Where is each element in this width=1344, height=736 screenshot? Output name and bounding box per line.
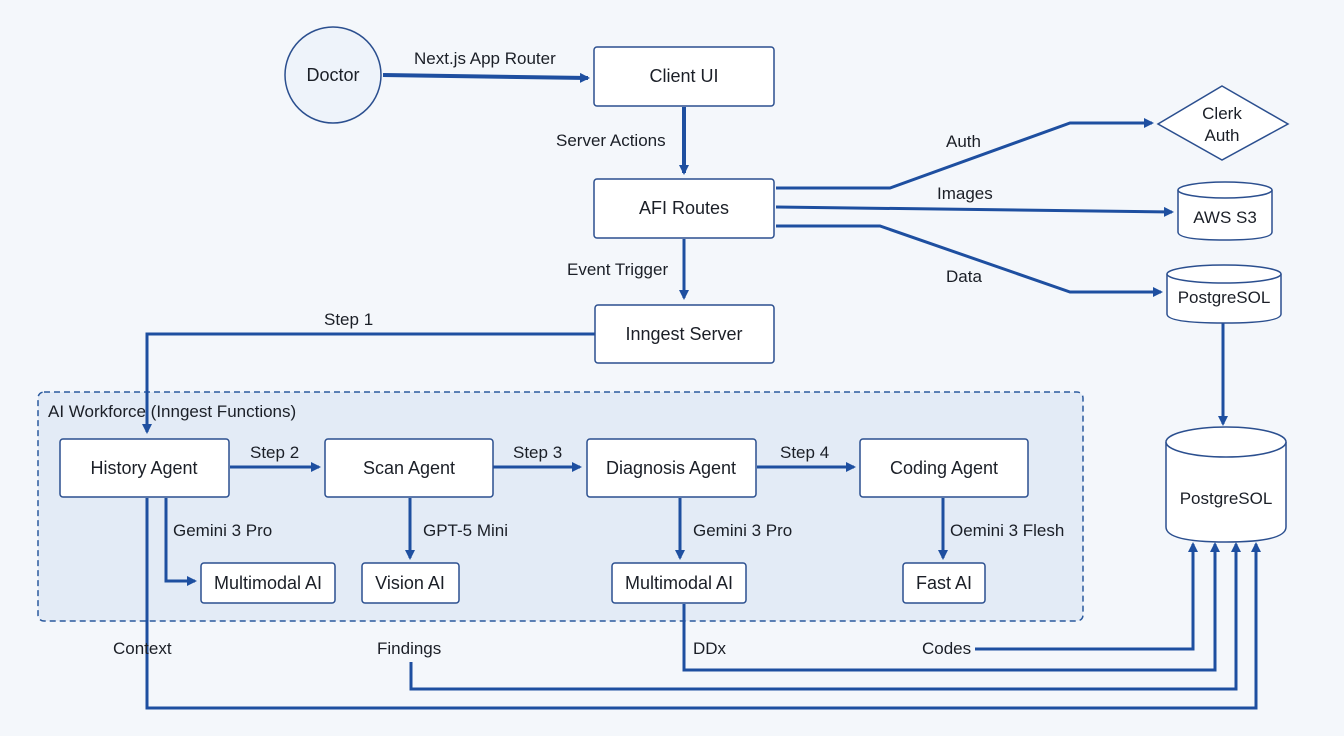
- label-gemini-pro-2: Gemini 3 Pro: [693, 521, 792, 540]
- label-data: Data: [946, 267, 982, 286]
- label-step3: Step 3: [513, 443, 562, 462]
- edge-api-postgres: [776, 224, 1163, 297]
- history-agent-node: [59, 438, 230, 498]
- postgres-small-node: [1166, 264, 1282, 324]
- coding-agent-node: [859, 438, 1029, 498]
- label-ddx: DDx: [693, 639, 727, 658]
- edge-ddx-postgres: [682, 542, 1220, 672]
- multimodal-ai-2-label: Multimodal AI: [625, 573, 733, 593]
- label-event-trigger: Event Trigger: [567, 260, 668, 279]
- multimodal-ai-1-node: [200, 562, 336, 604]
- edge-history-multimodal: [164, 498, 197, 586]
- api-routes-node: [593, 178, 775, 239]
- label-step1: Step 1: [324, 310, 373, 329]
- coding-agent-label: Coding Agent: [890, 458, 998, 478]
- label-images: Images: [937, 184, 993, 203]
- diagnosis-agent-node: [586, 438, 757, 498]
- doctor-label: Doctor: [306, 65, 359, 85]
- clerk-auth-node: [1156, 85, 1290, 161]
- edge-context-postgres: [145, 498, 1261, 710]
- history-agent-label: History Agent: [90, 458, 197, 478]
- api-routes-label: AFI Routes: [639, 198, 729, 218]
- clerk-label-1: Clerk: [1202, 104, 1242, 123]
- doctor-node: [284, 26, 382, 124]
- edge-api-clerk: [776, 118, 1154, 190]
- inngest-server-label: Inngest Server: [625, 324, 742, 344]
- multimodal-ai-2-node: [611, 562, 747, 604]
- client-ui-node: [593, 46, 775, 107]
- diagnosis-agent-label: Diagnosis Agent: [606, 458, 736, 478]
- label-auth: Auth: [946, 132, 981, 151]
- clerk-label-2: Auth: [1205, 126, 1240, 145]
- client-ui-label: Client UI: [649, 66, 718, 86]
- scan-agent-node: [324, 438, 494, 498]
- label-codes: Codes: [922, 639, 971, 658]
- label-nextjs-router: Next.js App Router: [414, 49, 556, 68]
- inngest-server-node: [594, 304, 775, 364]
- multimodal-ai-1-label: Multimodal AI: [214, 573, 322, 593]
- edge-api-s3: [775, 205, 1174, 217]
- ai-workforce-title: AI Workforce (Inngest Functions): [48, 402, 296, 421]
- aws-s3-label: AWS S3: [1193, 208, 1257, 227]
- fast-ai-node: [902, 562, 986, 604]
- vision-ai-label: Vision AI: [375, 573, 445, 593]
- label-gemini-pro-1: Gemini 3 Pro: [173, 521, 272, 540]
- label-server-actions: Server Actions: [556, 131, 666, 150]
- aws-s3-node: [1177, 181, 1273, 241]
- edge-codes-postgres: [975, 542, 1198, 651]
- scan-agent-label: Scan Agent: [363, 458, 455, 478]
- postgres-big-node: [1165, 426, 1287, 543]
- label-step4: Step 4: [780, 443, 829, 462]
- fast-ai-label: Fast AI: [916, 573, 972, 593]
- edge-findings-postgres: [409, 542, 1241, 691]
- edge-inngest-history: [142, 332, 595, 434]
- edge-doctor-client: [382, 72, 590, 83]
- label-gemini-flash: Oemini 3 Flesh: [950, 521, 1064, 540]
- label-gpt5-mini: GPT-5 Mini: [423, 521, 508, 540]
- postgres-big-label: PostgreSOL: [1180, 489, 1273, 508]
- label-step2: Step 2: [250, 443, 299, 462]
- label-context: Context: [113, 639, 172, 658]
- label-findings: Findings: [377, 639, 441, 658]
- vision-ai-node: [361, 562, 460, 604]
- postgres-small-label: PostgreSOL: [1178, 288, 1271, 307]
